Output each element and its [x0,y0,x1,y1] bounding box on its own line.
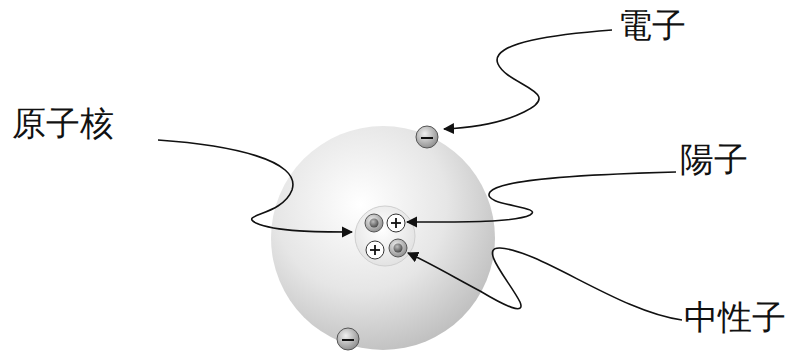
nucleus [355,206,415,266]
leader-line [444,30,612,129]
atom-sphere [271,126,495,350]
electron [416,126,438,148]
electron-label: 電子 [616,6,688,45]
leader-line [158,140,352,232]
proton [366,241,384,259]
leader-line [407,172,676,222]
nucleus-label: 原子核 [10,104,116,143]
neutron [389,239,407,257]
proton-label: 陽子 [678,140,750,179]
neutron [365,214,383,232]
neutron-label: 中性子 [682,298,788,337]
electron [337,328,359,350]
leader-line [408,248,682,320]
proton [387,214,405,232]
